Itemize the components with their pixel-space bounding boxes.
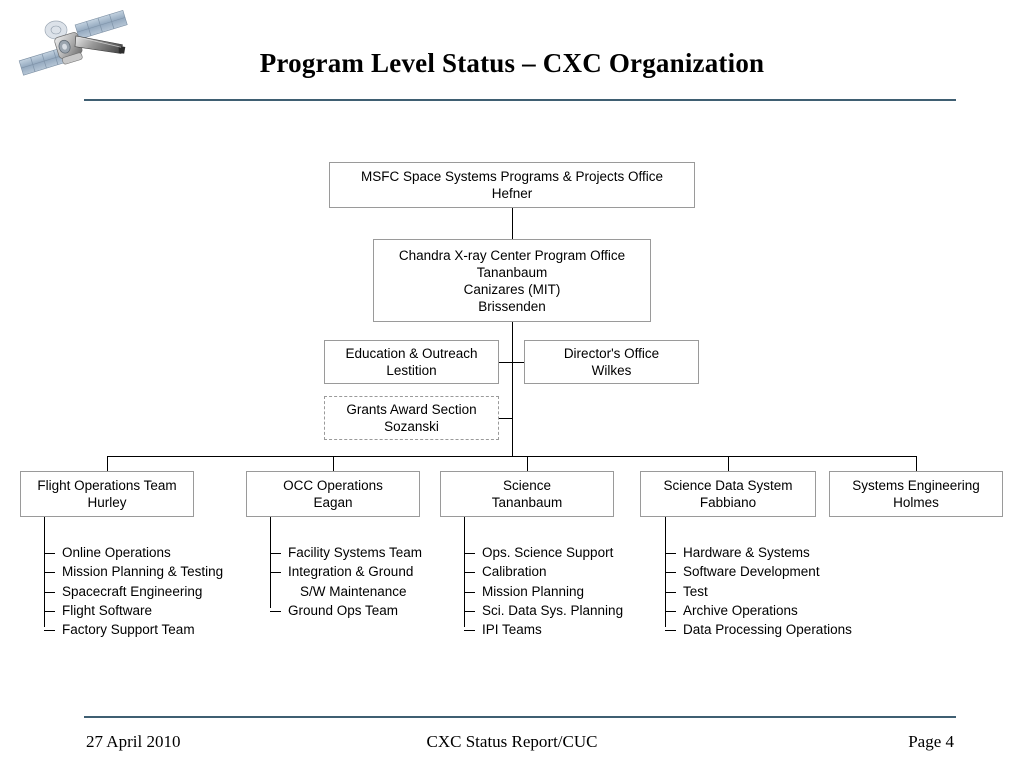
list-item[interactable]: Ground Ops Team (270, 601, 422, 620)
division-lead: Holmes (893, 495, 939, 510)
org-box-grants-line1: Grants Award Section (346, 402, 477, 417)
org-box-cxc-line3: Canizares (MIT) (463, 281, 561, 297)
org-box-directors-office[interactable]: Director's Office Wilkes (524, 340, 699, 384)
org-box-msfc-line1: MSFC Space Systems Programs & Projects O… (360, 169, 664, 184)
list-item[interactable]: S/W Maintenance (300, 583, 407, 599)
org-box-occ-operations[interactable]: OCC Operations Eagan (246, 471, 420, 517)
list-item[interactable]: Facility Systems Team (270, 543, 422, 562)
org-box-flight-operations-team[interactable]: Flight Operations Team Hurley (20, 471, 194, 517)
org-box-science[interactable]: Science Tananbaum (440, 471, 614, 517)
footer-report-title: CXC Status Report/CUC (426, 732, 598, 751)
sub-list-flight-operations: Online Operations Mission Planning & Tes… (44, 517, 223, 639)
list-item[interactable]: Flight Software (44, 601, 223, 620)
org-box-grants-line2: Sozanski (384, 419, 439, 434)
division-title: OCC Operations (283, 478, 383, 493)
list-item[interactable]: Calibration (464, 562, 623, 581)
org-box-education-line1: Education & Outreach (345, 346, 478, 361)
division-lead: Hurley (87, 495, 127, 510)
org-box-systems-engineering[interactable]: Systems Engineering Holmes (829, 471, 1003, 517)
sub-list-spine (665, 517, 666, 627)
division-lead: Eagan (313, 495, 353, 510)
list-item[interactable]: Hardware & Systems (665, 543, 852, 562)
connector-msfc-to-cxc (512, 208, 513, 239)
org-box-msfc[interactable]: MSFC Space Systems Programs & Projects O… (329, 162, 695, 208)
division-title: Flight Operations Team (37, 478, 177, 493)
footer-divider (84, 716, 956, 718)
org-box-cxc-program-office[interactable]: Chandra X-ray Center Program Office Tana… (373, 239, 651, 322)
division-title: Science (502, 478, 552, 493)
list-item[interactable]: Mission Planning & Testing (44, 562, 223, 581)
list-item[interactable]: Data Processing Operations (665, 620, 852, 639)
connector-drop-flight-operations (107, 456, 108, 471)
connector-division-bus (107, 456, 917, 457)
connector-drop-occ-operations (333, 456, 334, 471)
list-item[interactable]: Online Operations (44, 543, 223, 562)
org-box-grants-award[interactable]: Grants Award Section Sozanski (324, 396, 499, 440)
division-lead: Tananbaum (491, 495, 563, 510)
connector-main-trunk (512, 322, 513, 456)
header-divider (84, 99, 956, 101)
org-box-science-data-system[interactable]: Science Data System Fabbiano (640, 471, 816, 517)
org-box-education-outreach[interactable]: Education & Outreach Lestition (324, 340, 499, 384)
list-item[interactable]: Ops. Science Support (464, 543, 623, 562)
org-box-cxc-line2: Tananbaum (476, 264, 548, 280)
sub-list-spine (464, 517, 465, 627)
list-item[interactable]: Mission Planning (464, 582, 623, 601)
list-item[interactable]: IPI Teams (464, 620, 623, 639)
list-item[interactable]: Factory Support Team (44, 620, 223, 639)
connector-grants-to-trunk (499, 418, 512, 419)
list-item[interactable]: Software Development (665, 562, 852, 581)
connector-drop-science-data-system (728, 456, 729, 471)
sub-list-science-data-system: Hardware & Systems Software Development … (665, 517, 852, 639)
org-box-cxc-line1: Chandra X-ray Center Program Office (398, 247, 626, 263)
connector-drop-systems-engineering (916, 456, 917, 471)
org-box-directors-line2: Wilkes (591, 363, 632, 378)
connector-education-to-trunk (499, 362, 512, 363)
division-lead: Fabbiano (699, 495, 757, 510)
list-item[interactable]: Test (665, 582, 852, 601)
footer-date: 27 April 2010 (86, 732, 181, 751)
org-box-directors-line1: Director's Office (563, 346, 660, 361)
sub-list-occ-operations: Facility Systems Team Integration & Grou… (270, 517, 422, 620)
list-item[interactable]: Integration & Ground (270, 562, 422, 581)
sub-list-science: Ops. Science Support Calibration Mission… (464, 517, 623, 639)
org-box-education-line2: Lestition (386, 363, 437, 378)
page-title: Program Level Status – CXC Organization (259, 48, 765, 78)
sub-list-spine (44, 517, 45, 627)
list-item[interactable]: Sci. Data Sys. Planning (464, 601, 623, 620)
list-item[interactable]: Spacecraft Engineering (44, 582, 223, 601)
list-item[interactable]: Archive Operations (665, 601, 852, 620)
connector-directors-to-trunk (512, 362, 524, 363)
division-title: Science Data System (663, 478, 793, 493)
division-title: Systems Engineering (852, 478, 980, 493)
org-box-msfc-line2: Hefner (491, 186, 533, 201)
org-box-cxc-line4: Brissenden (478, 298, 546, 314)
chandra-satellite-icon (18, 9, 128, 76)
connector-drop-science (527, 456, 528, 471)
org-chart: MSFC Space Systems Programs & Projects O… (20, 162, 1003, 639)
footer-page-number: Page 4 (908, 732, 954, 751)
sub-list-spine (270, 517, 271, 608)
